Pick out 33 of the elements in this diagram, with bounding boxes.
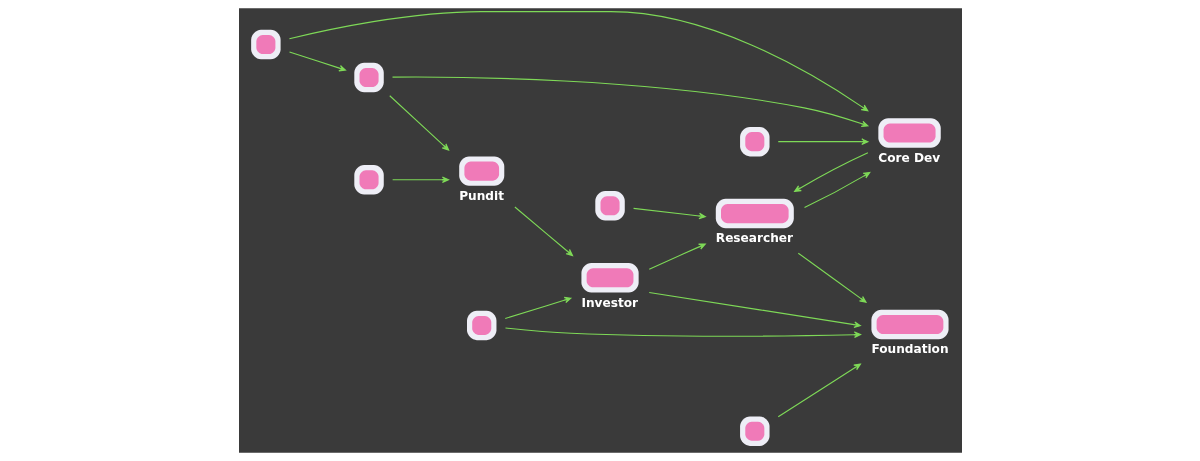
node-label: Pundit [458,188,504,203]
node-box [877,118,941,148]
arrow [632,207,706,220]
node-picture [739,416,770,446]
arrow [288,51,346,72]
arrow [391,176,449,184]
node-label: Researcher [715,231,793,246]
arrow [504,296,571,319]
node-picture [353,62,384,93]
arrow [391,76,868,128]
node-picture [353,165,384,195]
arrow [648,243,706,270]
arrow [793,152,868,192]
arrow [777,138,868,145]
node-box [458,156,504,186]
node-picture [250,29,281,60]
node-picture [466,310,496,341]
arrow [803,171,870,209]
node-label: Investor [580,295,638,310]
arrow [777,363,861,418]
node-label: Core Dev [877,150,940,165]
arrow [648,291,861,328]
arrow [513,206,573,257]
arrow [797,252,867,303]
node-label: Foundation [870,342,949,357]
arrow [388,95,449,151]
node-box [580,263,639,293]
node-box [715,198,794,229]
node-picture [594,191,625,221]
node-picture [739,126,770,157]
arrow [504,327,861,338]
node-box [870,309,949,340]
arrow [288,11,868,112]
